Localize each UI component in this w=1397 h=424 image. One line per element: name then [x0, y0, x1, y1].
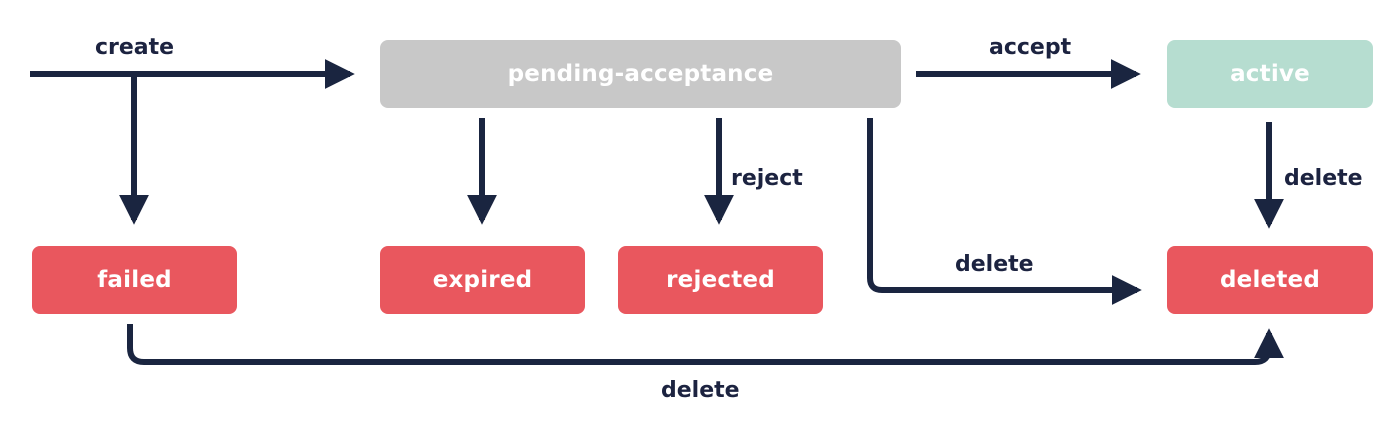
state-deleted-label: deleted — [1219, 267, 1320, 293]
label-reject: reject — [731, 166, 803, 191]
state-rejected: rejected — [618, 246, 823, 314]
state-failed: failed — [32, 246, 237, 314]
state-active-label: active — [1230, 61, 1310, 87]
label-accept: accept — [989, 35, 1072, 60]
state-expired: expired — [380, 246, 585, 314]
edge-pending-deleted — [867, 118, 1142, 305]
edge-failed-deleted — [127, 324, 1284, 365]
state-rejected-label: rejected — [666, 267, 775, 293]
label-delete-active: delete — [1284, 166, 1363, 191]
state-pending-acceptance: pending-acceptance — [380, 40, 901, 108]
label-delete-pending: delete — [955, 252, 1034, 277]
state-expired-label: expired — [432, 267, 533, 293]
state-deleted: deleted — [1167, 246, 1373, 314]
state-failed-label: failed — [97, 267, 172, 293]
label-create: create — [95, 35, 175, 60]
state-pending-acceptance-label: pending-acceptance — [507, 61, 774, 87]
label-delete-failed: delete — [661, 378, 740, 403]
state-active: active — [1167, 40, 1373, 108]
